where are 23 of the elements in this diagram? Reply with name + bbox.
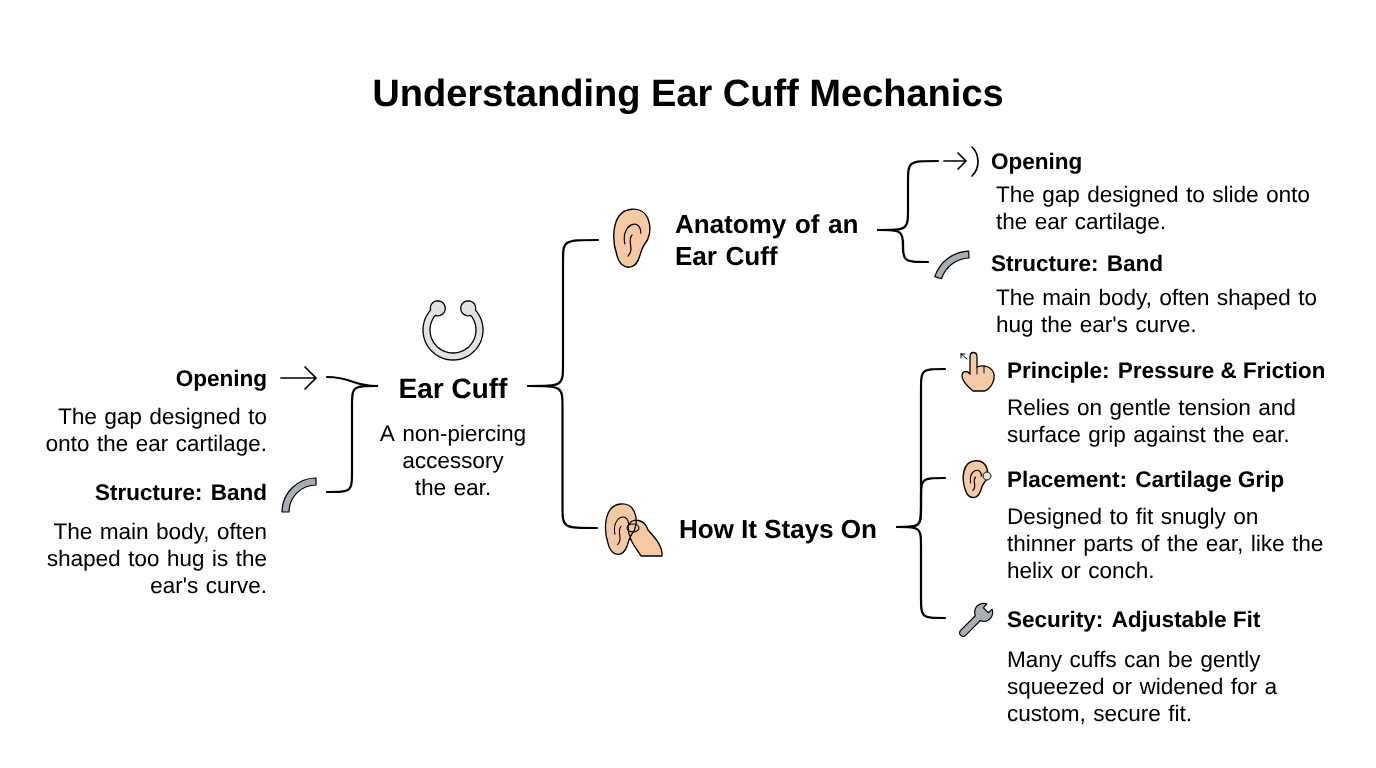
heading: Anatomy of an Ear Cuff: [675, 214, 857, 266]
description: The main body, often shaped too hug is the ear's curve.: [47, 522, 266, 594]
connector-line: [526, 384, 599, 530]
description: The main body, often shaped to hug the ear's curve.: [996, 288, 1317, 337]
heading: Ear Cuff: [400, 377, 508, 399]
connector-line: [876, 228, 930, 264]
heading: Opening: [991, 152, 1081, 174]
description: The gap designed to onto the ear cartilage.: [46, 407, 266, 456]
heading: Placement: Cartilage Grip: [1008, 470, 1284, 492]
heading: Opening: [176, 369, 266, 391]
description: Designed to fit snugly on thinner parts of the ear, like the helix or conch.: [1007, 507, 1323, 579]
heading: Principle: Pressure & Friction: [1008, 361, 1325, 383]
description: Many cuffs can be gently squeezed or widened for a custom, secure fit.: [1007, 650, 1278, 724]
connector-line: [895, 525, 947, 620]
title: Understanding Ear Cuff Mechanics: [374, 78, 1003, 115]
connector-line: [325, 384, 379, 494]
heading: How It Stays On: [680, 519, 876, 544]
heading: Structure: Band: [991, 254, 1162, 272]
description: A non-piercing accessory the ear.: [379, 424, 525, 496]
heading: Security: Adjustable Fit: [1007, 610, 1261, 632]
heading: Structure: Band: [95, 483, 266, 501]
description: Relies on gentle tension and surface grip against the ear.: [1007, 398, 1295, 447]
description: The gap designed to slide onto the ear cartilage.: [996, 185, 1309, 234]
